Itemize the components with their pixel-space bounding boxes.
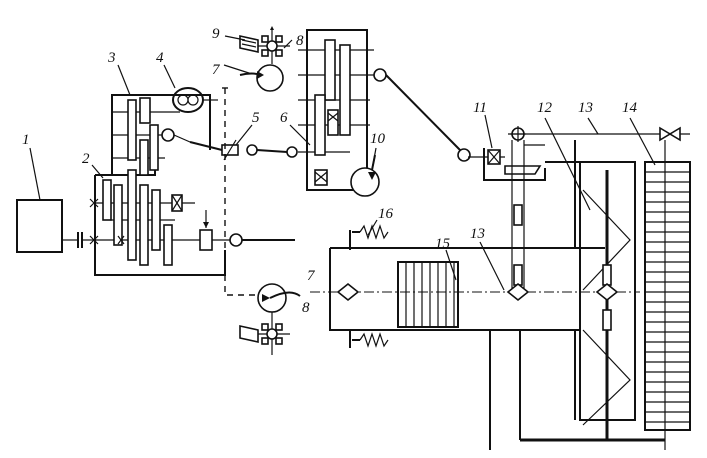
springs-16 xyxy=(349,224,389,348)
gearbox-6 xyxy=(298,29,471,191)
joint-5 xyxy=(189,139,298,161)
valve-8-upper xyxy=(256,26,290,64)
label-15: 15 xyxy=(435,236,451,252)
pump-4 xyxy=(172,87,218,113)
label-2: 2 xyxy=(82,151,90,167)
gearbox-3 xyxy=(111,94,211,176)
label-14: 14 xyxy=(622,100,638,116)
label-4: 4 xyxy=(156,50,164,66)
valve-8-lower xyxy=(239,312,290,355)
label-1: 1 xyxy=(22,132,30,148)
plate-block-15 xyxy=(397,261,459,328)
label-11: 11 xyxy=(473,100,487,116)
leader-lines xyxy=(29,35,656,291)
label-12: 12 xyxy=(537,100,553,116)
label-13-upper: 13 xyxy=(578,100,593,116)
label-9: 9 xyxy=(212,26,220,42)
vertical-shaft xyxy=(511,140,525,292)
label-16: 16 xyxy=(378,206,394,222)
label-3: 3 xyxy=(107,50,116,66)
bevel-drive-11 xyxy=(468,126,546,181)
plate-stack-14 xyxy=(644,140,691,450)
frame-12 xyxy=(519,161,665,442)
screw-shaft-13-lower xyxy=(310,282,640,302)
label-10: 10 xyxy=(370,131,386,147)
label-6: 6 xyxy=(280,110,288,126)
part-labels: 1 2 3 4 5 6 7 8 9 10 11 12 13 14 15 16 1… xyxy=(22,26,638,316)
label-7-lower: 7 xyxy=(307,268,316,284)
hydraulic-motor-7-upper xyxy=(239,64,284,92)
gearbox-2 xyxy=(89,160,295,276)
label-5: 5 xyxy=(252,110,260,126)
filter-9 xyxy=(239,35,259,53)
label-8-lower: 8 xyxy=(302,300,310,316)
label-8-upper: 8 xyxy=(296,33,304,49)
label-7-upper: 7 xyxy=(212,62,221,78)
motor-1 xyxy=(16,199,95,253)
screw-shaft-13-upper xyxy=(508,126,690,146)
pump-10 xyxy=(350,154,380,197)
hydraulic-motor-7-lower xyxy=(257,283,301,313)
label-13-lower: 13 xyxy=(470,226,485,242)
